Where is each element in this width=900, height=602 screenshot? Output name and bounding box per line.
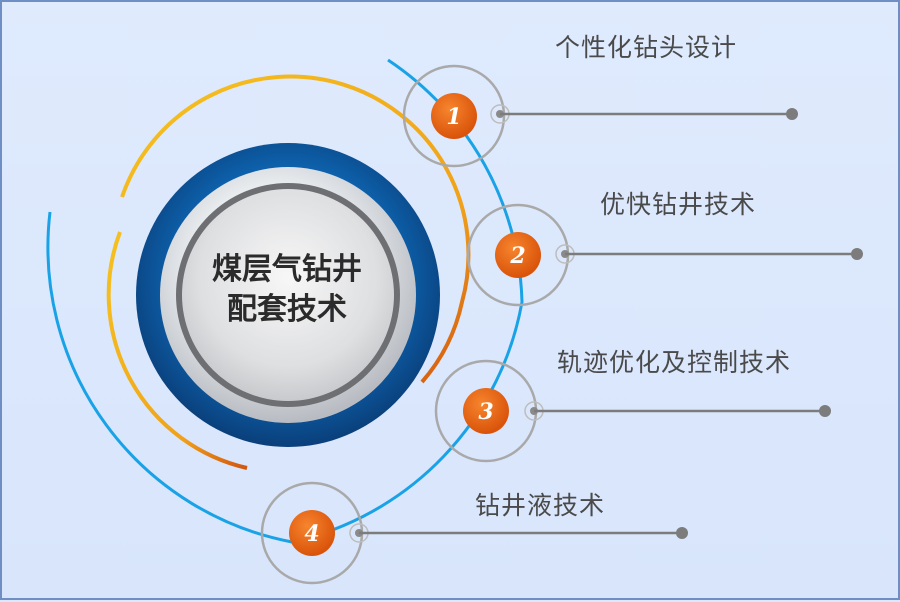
item-4-badge (289, 510, 335, 556)
gold-arc (120, 74, 471, 384)
center-inner-disc (182, 189, 394, 401)
item-4-label: 钻井液技术 (475, 491, 606, 520)
item-3-node: 3 (434, 359, 831, 463)
outer-blue-arc (46, 58, 524, 544)
item-4-end-dot (676, 527, 688, 539)
item-1-node: 1 (402, 64, 798, 168)
center-title-line2: 配套技术 (227, 292, 347, 327)
item-2-label: 优快钻井技术 (600, 190, 757, 219)
item-4-number: 4 (304, 521, 319, 547)
item-1-halo (402, 64, 506, 168)
item-3-label: 轨迹优化及控制技术 (557, 348, 792, 377)
center-title-line1: 煤层气钻井 (212, 252, 362, 287)
item-3-end-dot (819, 405, 831, 417)
center-title: 煤层气钻井 配套技术 (192, 250, 382, 330)
item-3-number: 3 (478, 399, 493, 425)
item-2-node: 2 (466, 203, 863, 307)
item-4-node: 4 (260, 481, 688, 585)
item-1-badge (431, 93, 477, 139)
item-2-badge (495, 232, 541, 278)
item-3-badge (463, 388, 509, 434)
item-1-label: 个性化钻头设计 (555, 33, 738, 62)
item-1-number: 1 (446, 104, 461, 130)
gold-arc-lower (106, 231, 248, 470)
item-2-end-dot (851, 248, 863, 260)
item-2-number: 2 (509, 243, 525, 269)
item-1-end-dot (786, 108, 798, 120)
